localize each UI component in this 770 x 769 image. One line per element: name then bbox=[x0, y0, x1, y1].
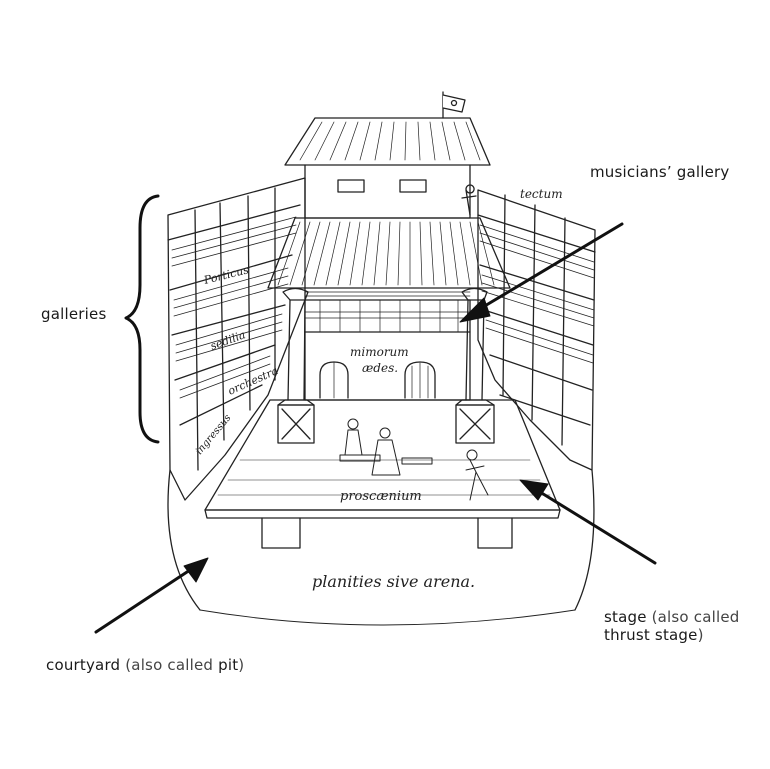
stage-text: stage bbox=[604, 608, 647, 626]
thrust-stage-text: thrust stage bbox=[604, 626, 698, 644]
text-tectum: tectum bbox=[520, 187, 563, 201]
text-porticus: Porticus bbox=[202, 263, 251, 287]
text-aedes: ædes. bbox=[362, 361, 398, 375]
pit-text: pit bbox=[218, 656, 239, 674]
text-sedilia: sedilia bbox=[209, 328, 248, 353]
courtyard-close-paren: ) bbox=[238, 656, 245, 674]
arrows bbox=[94, 222, 657, 634]
label-galleries: galleries bbox=[41, 305, 106, 323]
heavens-roof bbox=[267, 217, 511, 289]
stage-also-called: (also called bbox=[651, 608, 740, 626]
galleries-brace bbox=[124, 194, 160, 444]
label-stage: stage (also called thrust stage) bbox=[604, 608, 740, 644]
actors bbox=[339, 418, 489, 501]
courtyard-text: courtyard bbox=[46, 656, 121, 674]
left-door bbox=[319, 361, 349, 399]
galleries-text: galleries bbox=[41, 305, 107, 323]
musicians-gallery-text: musicians’ gallery bbox=[590, 163, 730, 181]
musicians-gallery-drawing bbox=[304, 291, 471, 333]
text-orchestra: orchestra bbox=[226, 364, 280, 398]
right-galleries bbox=[477, 189, 596, 471]
label-musicians-gallery: musicians’ gallery bbox=[590, 163, 730, 181]
label-courtyard: courtyard (also called pit) bbox=[46, 656, 244, 674]
hut bbox=[284, 91, 491, 219]
courtyard-also-called: (also called bbox=[125, 656, 214, 674]
text-planities: planities sive arena. bbox=[312, 572, 475, 591]
text-ingressus: ingressus bbox=[194, 413, 234, 457]
text-proscenium: proscænium bbox=[340, 489, 422, 504]
left-column bbox=[277, 287, 315, 444]
text-mimorum: mimorum bbox=[350, 345, 409, 359]
right-door bbox=[404, 361, 436, 399]
stage-platform bbox=[204, 399, 561, 549]
stage-close-paren: ) bbox=[697, 626, 704, 644]
left-galleries bbox=[167, 177, 306, 501]
